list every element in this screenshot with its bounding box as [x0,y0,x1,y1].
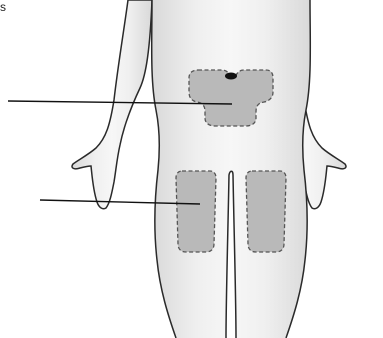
left-thigh-injection-zone [176,171,216,252]
torso-legs-outline [152,0,311,338]
left-arm-outline [72,0,152,209]
navel-icon [225,73,237,80]
right-thigh-injection-zone [246,171,286,252]
